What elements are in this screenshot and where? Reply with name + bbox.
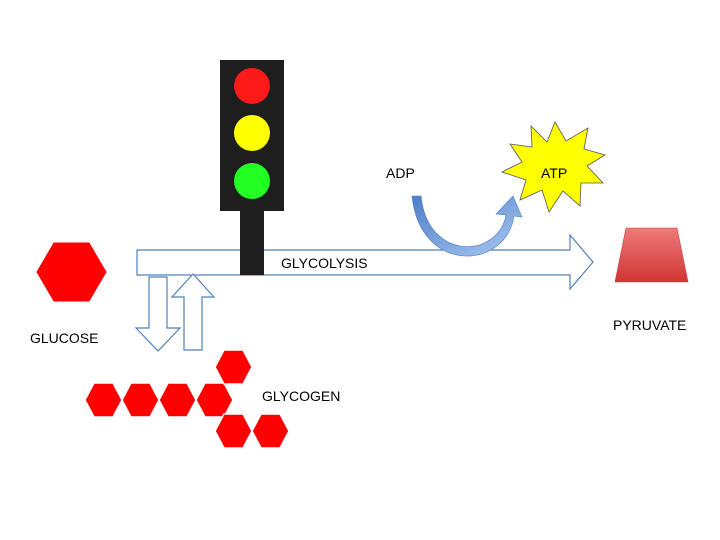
glycogen-label: GLYCOGEN (262, 388, 341, 404)
traffic-light-icon (220, 60, 284, 275)
yellow-light (234, 115, 270, 151)
adp-label: ADP (386, 165, 415, 181)
glycolysis-label: GLYCOLYSIS (281, 255, 368, 271)
glycolysis-arrow (136, 233, 594, 291)
atp-label: ATP (541, 165, 568, 181)
glucose-hexagon-icon (36, 242, 107, 302)
red-light (234, 68, 270, 104)
glucose-label: GLUCOSE (30, 330, 99, 346)
adp-atp-curved-arrow (411, 195, 523, 257)
pyruvate-trapezoid-icon (614, 227, 689, 283)
pyruvate-label: PYRUVATE (613, 317, 687, 333)
green-light (234, 163, 270, 199)
up-arrow (170, 273, 216, 351)
glycogen-hexagon-chain-icon (84, 349, 290, 449)
atp-starburst-icon (500, 121, 606, 213)
down-arrow (134, 276, 182, 352)
